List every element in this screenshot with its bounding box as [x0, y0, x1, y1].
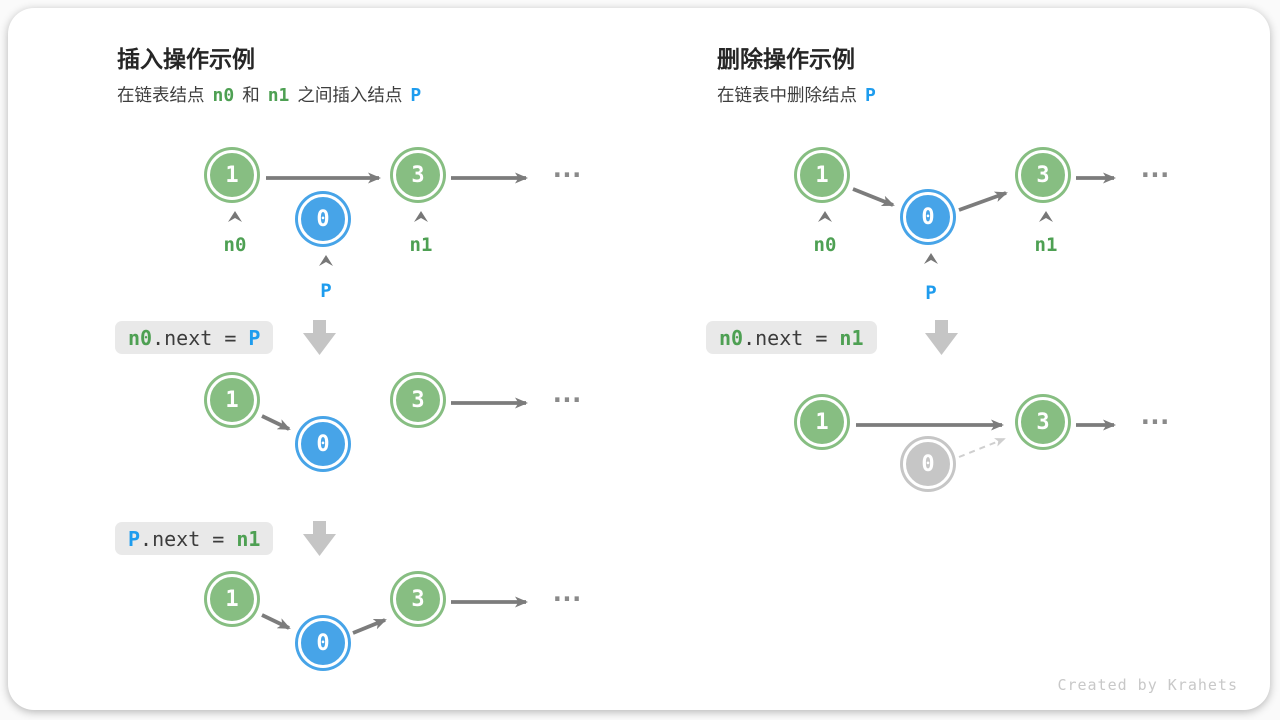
- down-arrow-icon: [303, 320, 336, 355]
- footer-credit: Created by Krahets: [1057, 676, 1238, 694]
- list-node-p: 0: [903, 192, 953, 242]
- subtitle-text: 和: [242, 85, 260, 105]
- node-value: 1: [225, 162, 239, 188]
- down-arrow-icon: [925, 320, 958, 355]
- ellipsis: ...: [549, 578, 585, 608]
- caret-up-icon: [319, 255, 333, 266]
- list-node-p: 0: [298, 618, 348, 668]
- ellipsis: ...: [1137, 154, 1173, 184]
- list-node-3: 3: [1018, 397, 1068, 447]
- node-value: 0: [921, 451, 935, 477]
- node-label-n1: n1: [1034, 234, 1058, 256]
- node-value: 3: [411, 387, 425, 413]
- node-value: 3: [411, 586, 425, 612]
- node-value: 3: [1036, 409, 1050, 435]
- node-value: 3: [1036, 162, 1050, 188]
- right-panel-subtitle: 在链表中删除结点 P: [717, 82, 884, 107]
- down-arrow-icon: [303, 521, 336, 556]
- node-value: 1: [815, 409, 829, 435]
- left-panel-subtitle: 在链表结点 n0 和 n1 之间插入结点 P: [117, 82, 429, 107]
- node-value: 3: [411, 162, 425, 188]
- subtitle-text: 在链表中删除结点: [717, 85, 857, 105]
- token-p: P: [865, 85, 876, 106]
- token-p: P: [410, 85, 422, 106]
- list-node-p: 0: [298, 194, 348, 244]
- arrow-left3-n0-to-p: [261, 613, 291, 630]
- list-node-1: 1: [207, 574, 257, 624]
- code-box: n0.next = P: [115, 321, 274, 354]
- list-node-1: 1: [797, 150, 847, 200]
- code-rhs: n1: [236, 526, 261, 551]
- code-lhs: n0: [719, 325, 744, 350]
- list-node-p: 0: [298, 419, 348, 469]
- arrow-left2-n0-to-p: [261, 414, 291, 431]
- code-lhs: P: [128, 526, 141, 551]
- list-node-3: 3: [393, 150, 443, 200]
- code-mid: .next =: [140, 526, 237, 551]
- list-node-3: 3: [1018, 150, 1068, 200]
- ellipsis: ...: [1137, 401, 1173, 431]
- node-label-n0: n0: [223, 234, 247, 256]
- node-value: 1: [815, 162, 829, 188]
- left-panel-title: 插入操作示例: [117, 46, 255, 72]
- right-panel-title: 删除操作示例: [717, 46, 855, 72]
- node-label-n0: n0: [813, 234, 837, 256]
- code-box: P.next = n1: [115, 522, 274, 555]
- node-value: 0: [316, 431, 330, 457]
- list-node-3: 3: [393, 375, 443, 425]
- caret-up-icon: [228, 211, 242, 222]
- node-label-p: P: [320, 280, 332, 302]
- code-box: n0.next = n1: [706, 321, 877, 354]
- code-rhs: P: [248, 325, 261, 350]
- node-value: 0: [921, 204, 935, 230]
- arrow-left3-p-to-n1: [352, 618, 387, 635]
- node-label-p: P: [925, 282, 937, 304]
- caret-up-icon: [1039, 211, 1053, 222]
- list-node-1: 1: [797, 397, 847, 447]
- code-mid: .next =: [743, 325, 840, 350]
- node-value: 1: [225, 586, 239, 612]
- list-node-1: 1: [207, 150, 257, 200]
- code-mid: .next =: [152, 325, 249, 350]
- list-node-3: 3: [393, 574, 443, 624]
- ellipsis: ...: [549, 154, 585, 184]
- arrow-right1-p-to-n1: [958, 191, 1008, 212]
- token-n0: n0: [212, 85, 235, 106]
- list-node-1: 1: [207, 375, 257, 425]
- node-value: 0: [316, 206, 330, 232]
- token-n1: n1: [267, 85, 290, 106]
- node-label-n1: n1: [409, 234, 433, 256]
- caret-up-icon: [818, 211, 832, 222]
- subtitle-text: 之间插入结点: [297, 85, 403, 105]
- arrow-right2-p-to-n1-dashed: [958, 438, 1006, 458]
- list-node-p-removed: 0: [903, 439, 953, 489]
- node-value: 0: [316, 630, 330, 656]
- arrow-right1-n0-to-p: [852, 187, 895, 207]
- subtitle-text: 在链表结点: [117, 85, 205, 105]
- caret-up-icon: [414, 211, 428, 222]
- node-value: 1: [225, 387, 239, 413]
- ellipsis: ...: [549, 379, 585, 409]
- code-rhs: n1: [839, 325, 864, 350]
- code-lhs: n0: [128, 325, 153, 350]
- caret-up-icon: [924, 253, 938, 264]
